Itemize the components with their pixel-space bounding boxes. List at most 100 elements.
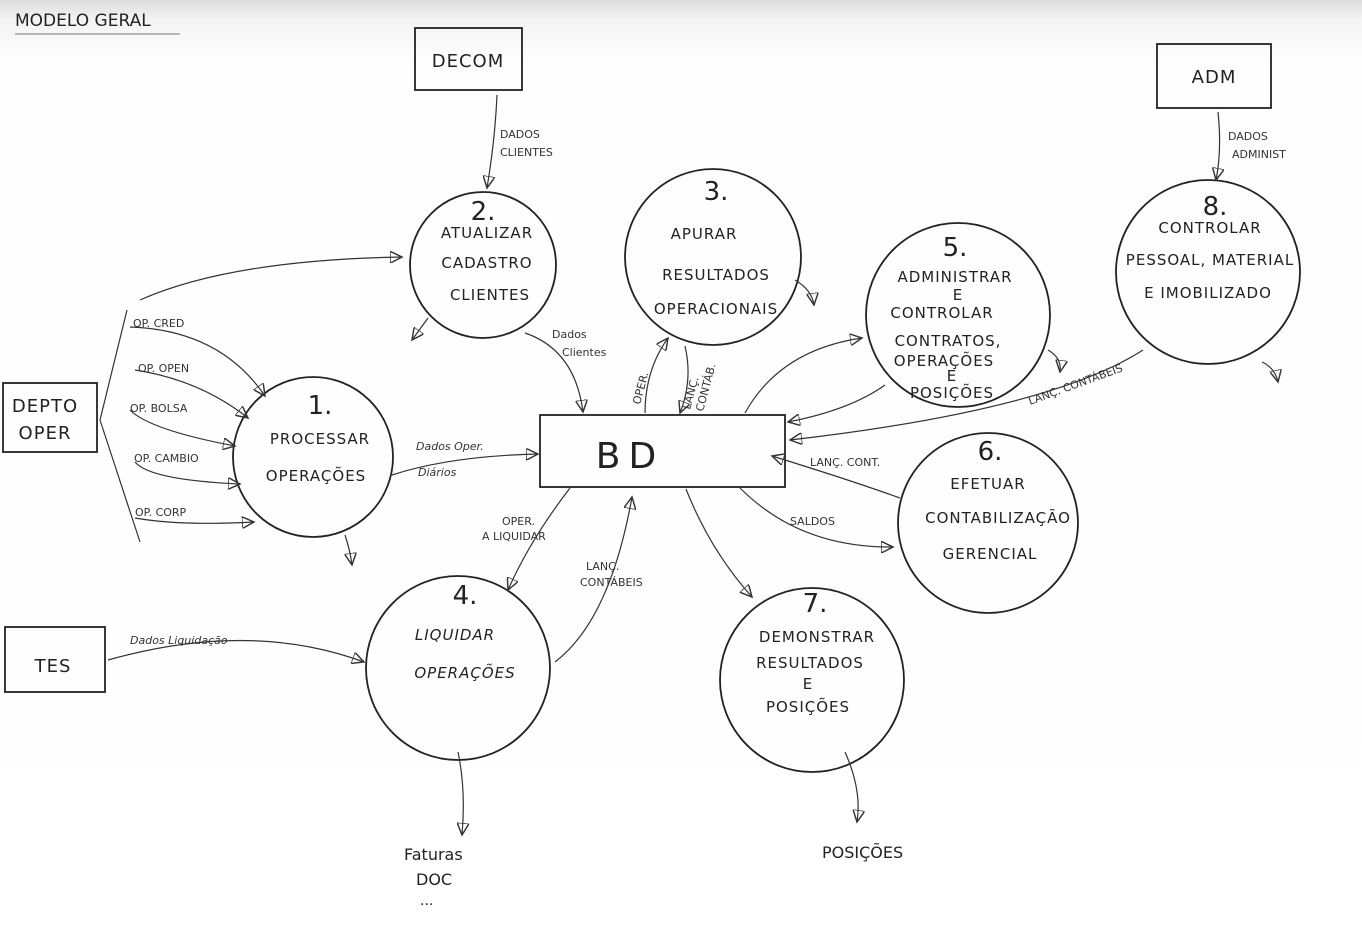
process-5: 5. ADMINISTRAR E CONTROLAR CONTRATOS, OP…: [865, 222, 1051, 408]
svg-text:E IMOBILIZADO: E IMOBILIZADO: [1144, 284, 1272, 302]
datastore-bd: BD: [539, 414, 786, 488]
svg-text:POSIÇÕES: POSIÇÕES: [910, 383, 994, 402]
flow-adm-to-8: DADOS ADMINIST: [1216, 111, 1286, 180]
svg-text:Diários: Diários: [418, 466, 457, 479]
svg-text:LIQUIDAR: LIQUIDAR: [415, 626, 495, 644]
svg-text:DECOM: DECOM: [432, 51, 505, 72]
process-2: 2. ATUALIZAR CADASTRO CLIENTES: [409, 191, 557, 339]
svg-text:RESULTADOS: RESULTADOS: [756, 654, 864, 672]
svg-text:E: E: [803, 675, 813, 693]
svg-text:3.: 3.: [704, 177, 729, 207]
flow-6-to-bd: LANÇ. CONT.: [772, 456, 901, 499]
process-8: 8. CONTROLAR PESSOAL, MATERIAL E IMOBILI…: [1115, 179, 1301, 365]
svg-text:Dados Liquidação: Dados Liquidação: [130, 634, 228, 647]
flow-bd-to-5: [744, 338, 862, 414]
flow-3-to-bd: LANÇ. CONTÁB.: [680, 345, 719, 413]
svg-text:...: ...: [420, 893, 433, 909]
svg-text:ADMINIST: ADMINIST: [1232, 148, 1286, 161]
flow-op-open: OP. OPEN: [134, 362, 248, 418]
svg-text:OPERACIONAIS: OPERACIONAIS: [654, 300, 778, 318]
svg-text:OP. CORP: OP. CORP: [135, 506, 187, 519]
svg-text:PROCESSAR: PROCESSAR: [270, 430, 370, 448]
svg-text:OPER: OPER: [19, 423, 72, 444]
svg-text:CONTROLAR: CONTROLAR: [890, 304, 993, 322]
svg-text:OPERAÇÕES: OPERAÇÕES: [894, 351, 994, 370]
svg-text:CONTRATOS,: CONTRATOS,: [895, 332, 1002, 350]
svg-text:LANÇ.: LANÇ.: [586, 560, 619, 573]
svg-text:8.: 8.: [1203, 192, 1228, 222]
flow-5-loop: [1047, 349, 1060, 372]
svg-text:E: E: [953, 286, 963, 304]
flow-3-loop: [794, 279, 814, 305]
flow-bd-to-4: OPER. A LIQUIDAR: [482, 487, 571, 590]
svg-text:CLIENTES: CLIENTES: [450, 286, 530, 304]
diagram-title: MODELO GERAL: [15, 11, 151, 31]
svg-text:SALDOS: SALDOS: [790, 515, 835, 528]
svg-text:OPER.: OPER.: [630, 371, 651, 406]
flow-op-bolsa: OP. BOLSA: [129, 402, 235, 446]
flow-5-to-bd: [788, 384, 886, 422]
depto-oper-brace: [99, 309, 141, 543]
svg-text:DADOS: DADOS: [1228, 130, 1268, 143]
flow-1-out: [344, 534, 352, 565]
flow-bd-to-3: OPER.: [630, 338, 668, 414]
svg-text:DADOS: DADOS: [500, 128, 540, 141]
svg-text:A LIQUIDAR: A LIQUIDAR: [482, 530, 546, 543]
flow-2-to-bd: Dados Clientes: [524, 328, 607, 412]
svg-text:4.: 4.: [453, 581, 478, 611]
flow-op-cred: OP. CRED: [129, 317, 265, 396]
svg-text:5.: 5.: [943, 233, 968, 263]
svg-text:OPERAÇÕES: OPERAÇÕES: [414, 663, 515, 682]
svg-text:Faturas: Faturas: [404, 845, 463, 864]
svg-text:Dados Oper.: Dados Oper.: [416, 440, 484, 453]
process-6: 6. EFETUAR CONTABILIZAÇÃO GERENCIAL: [897, 432, 1079, 614]
process-7: 7. DEMONSTRAR RESULTADOS E POSIÇÕES: [719, 587, 905, 773]
flow-op-corp: OP. CORP: [134, 506, 254, 523]
flow-bd-to-7: [685, 488, 752, 597]
svg-text:E: E: [947, 367, 957, 385]
svg-text:DEPTO: DEPTO: [12, 396, 78, 417]
svg-text:ADM: ADM: [1192, 67, 1237, 88]
svg-text:Dados: Dados: [552, 328, 587, 341]
entity-depto-oper: DEPTO OPER: [2, 382, 98, 453]
svg-text:CLIENTES: CLIENTES: [500, 146, 553, 159]
entity-adm: ADM: [1156, 43, 1272, 109]
flow-2-out: [412, 317, 429, 340]
svg-text:DOC: DOC: [416, 870, 452, 889]
svg-text:CADASTRO: CADASTRO: [441, 254, 532, 272]
svg-text:LANÇ. CONT.: LANÇ. CONT.: [810, 456, 880, 469]
flow-op-cambio: OP. CAMBIO: [134, 452, 240, 484]
flow-bd-to-6: SALDOS: [739, 487, 893, 547]
svg-text:OP. CRED: OP. CRED: [133, 317, 184, 330]
svg-text:CONTABILIZAÇÃO: CONTABILIZAÇÃO: [925, 508, 1071, 527]
svg-text:1.: 1.: [308, 391, 333, 421]
svg-text:RESULTADOS: RESULTADOS: [662, 266, 770, 284]
flow-decom-to-2: DADOS CLIENTES: [487, 94, 553, 188]
svg-text:ATUALIZAR: ATUALIZAR: [441, 224, 533, 242]
svg-text:ADMINISTRAR: ADMINISTRAR: [897, 268, 1012, 286]
svg-text:OP. OPEN: OP. OPEN: [138, 362, 189, 375]
svg-text:TES: TES: [34, 656, 72, 677]
svg-text:CONTÁBEIS: CONTÁBEIS: [580, 576, 643, 589]
process-4: 4. LIQUIDAR OPERAÇÕES: [365, 575, 551, 761]
process-1: 1. PROCESSAR OPERAÇÕES: [232, 376, 394, 538]
svg-text:POSIÇÕES: POSIÇÕES: [822, 843, 903, 862]
entity-tes: TES: [4, 626, 106, 693]
flow-depto-to-2: [139, 257, 402, 301]
flow-4-to-bd: LANÇ. CONTÁBEIS: [554, 497, 643, 663]
svg-text:BD: BD: [596, 436, 664, 477]
svg-text:2.: 2.: [471, 197, 496, 227]
svg-text:Clientes: Clientes: [562, 346, 607, 359]
flow-1-to-bd: Dados Oper. Diários: [391, 440, 538, 479]
flow-7-out: POSIÇÕES: [822, 751, 903, 862]
flow-tes-to-4: Dados Liquidação: [107, 634, 364, 662]
svg-text:PESSOAL, MATERIAL: PESSOAL, MATERIAL: [1126, 251, 1294, 269]
svg-text:CONTROLAR: CONTROLAR: [1158, 219, 1261, 237]
svg-text:POSIÇÕES: POSIÇÕES: [766, 697, 850, 716]
svg-text:OP. CAMBIO: OP. CAMBIO: [134, 452, 199, 465]
svg-text:DEMONSTRAR: DEMONSTRAR: [759, 628, 875, 646]
svg-text:OPERAÇÕES: OPERAÇÕES: [266, 466, 366, 485]
svg-text:EFETUAR: EFETUAR: [950, 475, 1025, 493]
svg-text:OP. BOLSA: OP. BOLSA: [130, 402, 188, 415]
